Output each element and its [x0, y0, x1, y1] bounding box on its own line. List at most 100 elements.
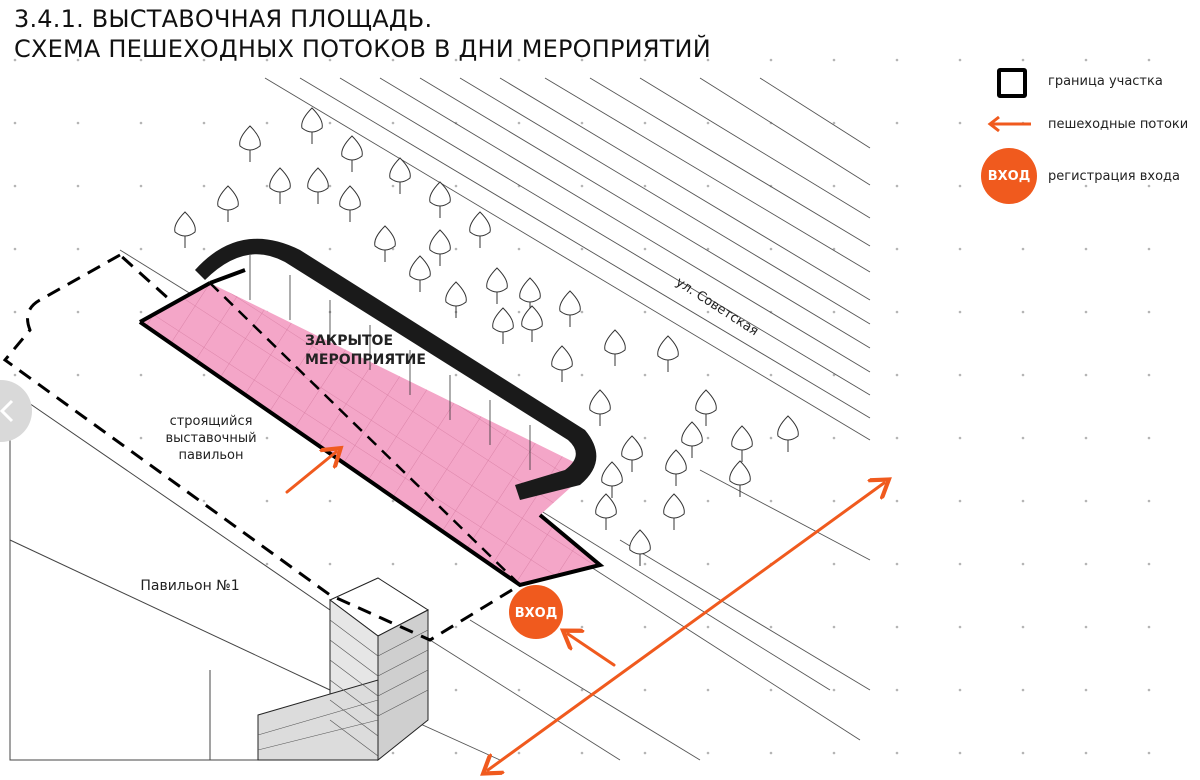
- background-dot: [76, 121, 80, 125]
- background-dot: [580, 625, 584, 629]
- entry-marker-label: ВХОД: [515, 606, 558, 621]
- background-dot: [958, 184, 962, 188]
- background-dot: [1084, 373, 1088, 377]
- background-dot: [643, 688, 647, 692]
- background-dot: [454, 562, 458, 566]
- background-dot: [706, 751, 710, 755]
- background-dot: [1021, 373, 1025, 377]
- background-dot: [895, 58, 899, 62]
- background-dot: [580, 58, 584, 62]
- background-dot: [1084, 625, 1088, 629]
- background-dot: [769, 58, 773, 62]
- background-dot: [139, 184, 143, 188]
- background-dot: [391, 499, 395, 503]
- tree-icon: [374, 225, 396, 262]
- background-dot: [76, 247, 80, 251]
- title-line-1: 3.4.1. ВЫСТАВОЧНАЯ ПЛОЩАДЬ.: [14, 5, 433, 33]
- page-title: 3.4.1. ВЫСТАВОЧНАЯ ПЛОЩАДЬ. СХЕМА ПЕШЕХО…: [14, 4, 711, 64]
- background-dot: [1021, 562, 1025, 566]
- background-dot: [13, 121, 17, 125]
- flow-arrow-long: [488, 483, 884, 770]
- background-dot: [958, 499, 962, 503]
- background-dot: [454, 184, 458, 188]
- background-dot: [580, 499, 584, 503]
- background-dot: [1084, 121, 1088, 125]
- background-dot: [517, 310, 521, 314]
- background-dot: [328, 499, 332, 503]
- background-dot: [1084, 499, 1088, 503]
- background-dot: [958, 247, 962, 251]
- background-dot: [706, 184, 710, 188]
- tree-icon: [307, 167, 329, 204]
- background-dot: [202, 121, 206, 125]
- background-dot: [202, 436, 206, 440]
- background-dot: [706, 247, 710, 251]
- background-dot: [1021, 58, 1025, 62]
- background-dot: [580, 121, 584, 125]
- tree-icon: [621, 435, 643, 472]
- legend-entry-badge: ВХОД: [987, 168, 1031, 184]
- background-dot: [895, 373, 899, 377]
- tree-icon: [663, 493, 685, 530]
- background-dot: [643, 436, 647, 440]
- background-dot: [643, 499, 647, 503]
- background-dot: [643, 751, 647, 755]
- flow-arrow-entry: [568, 634, 616, 667]
- background-dot: [139, 58, 143, 62]
- background-dot: [1021, 310, 1025, 314]
- background-dot: [1084, 58, 1088, 62]
- background-dot: [832, 625, 836, 629]
- background-dot: [1084, 688, 1088, 692]
- background-dot: [706, 121, 710, 125]
- background-dot: [202, 499, 206, 503]
- background-dot: [76, 184, 80, 188]
- background-dot: [13, 373, 17, 377]
- background-dot: [958, 562, 962, 566]
- tree-icon: [665, 449, 687, 486]
- background-dot: [391, 562, 395, 566]
- title-line-2: СХЕМА ПЕШЕХОДНЫХ ПОТОКОВ В ДНИ МЕРОПРИЯТ…: [14, 35, 711, 63]
- background-dot: [76, 373, 80, 377]
- background-dot: [895, 751, 899, 755]
- background-dot: [1021, 499, 1025, 503]
- tree-icon: [559, 290, 581, 327]
- background-dot: [769, 751, 773, 755]
- tree-icon: [217, 185, 239, 222]
- background-dot: [265, 184, 269, 188]
- background-dot: [391, 58, 395, 62]
- background-dot: [265, 436, 269, 440]
- tree-icon: [469, 211, 491, 248]
- background-dot: [832, 751, 836, 755]
- background-dot: [1084, 310, 1088, 314]
- background-dot: [13, 58, 17, 62]
- background-dot: [769, 436, 773, 440]
- background-dot: [895, 688, 899, 692]
- background-dot: [895, 436, 899, 440]
- background-dot: [706, 625, 710, 629]
- background-dot: [139, 373, 143, 377]
- tree-icon: [239, 125, 261, 162]
- background-dot: [832, 184, 836, 188]
- tree-icon: [486, 267, 508, 304]
- background-dot: [1147, 499, 1151, 503]
- tree-icon: [492, 307, 514, 344]
- background-dot: [895, 625, 899, 629]
- background-dot: [517, 373, 521, 377]
- background-dot: [1021, 436, 1025, 440]
- background-dot: [832, 310, 836, 314]
- background-dot: [1084, 247, 1088, 251]
- background-dot: [895, 310, 899, 314]
- background-dot: [1021, 688, 1025, 692]
- background-dot: [76, 58, 80, 62]
- background-dot: [706, 58, 710, 62]
- canopy-structure: [195, 238, 597, 500]
- tower-building: [257, 577, 429, 762]
- background-dot: [454, 247, 458, 251]
- background-dot: [1084, 436, 1088, 440]
- tree-icon: [429, 229, 451, 266]
- background-dot: [1084, 751, 1088, 755]
- background-dot: [769, 499, 773, 503]
- tree-icon: [695, 389, 717, 426]
- background-dot: [580, 751, 584, 755]
